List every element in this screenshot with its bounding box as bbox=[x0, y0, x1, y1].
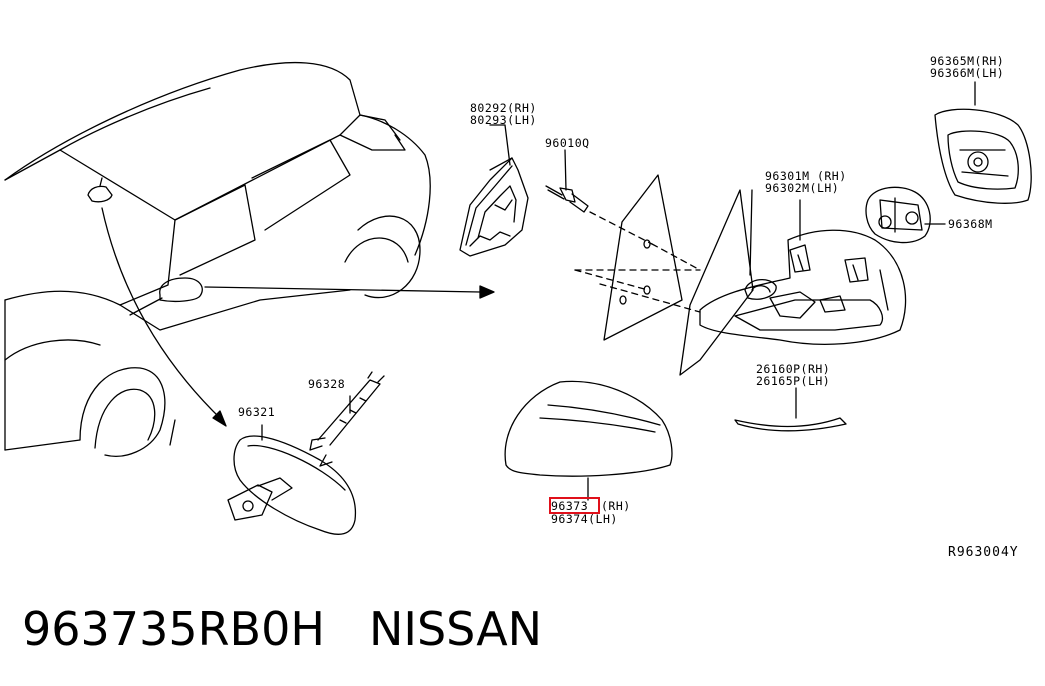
mirror-cover-96373 bbox=[504, 380, 673, 501]
label-96321: 96321 bbox=[238, 405, 275, 419]
label-96373-side: (RH) bbox=[601, 499, 631, 513]
label-96374: 96374(LH) bbox=[551, 512, 618, 526]
label-96010q: 96010Q bbox=[545, 136, 590, 150]
label-80293: 80293(LH) bbox=[470, 113, 537, 127]
vehicle-outline bbox=[4, 62, 431, 457]
caption-brand: NISSAN bbox=[368, 602, 543, 656]
cover-bracket-80292 bbox=[459, 124, 529, 257]
part-caption: 963735RB0H NISSAN bbox=[22, 596, 542, 666]
caption-part-number: 963735RB0H bbox=[22, 602, 325, 656]
glass-clips bbox=[619, 239, 651, 305]
label-96366m: 96366M(LH) bbox=[930, 66, 1004, 80]
highlight-box bbox=[549, 497, 600, 514]
label-96365m: 96365M(RH) bbox=[930, 54, 1004, 68]
mirror-glass bbox=[603, 174, 754, 376]
mirror-housing-96301m bbox=[699, 189, 907, 345]
label-26160p: 26160P(RH) bbox=[756, 362, 830, 376]
alignment-guides bbox=[574, 211, 701, 313]
label-80292: 80292(RH) bbox=[470, 101, 537, 115]
label-96301m: 96301M (RH) bbox=[765, 169, 847, 183]
mirror-base-96365m bbox=[934, 81, 1032, 204]
label-96368m: 96368M bbox=[948, 217, 993, 231]
diagram-reference: R963004Y bbox=[948, 545, 1019, 560]
inside-mirror-96321 bbox=[227, 424, 357, 535]
label-96328: 96328 bbox=[308, 377, 345, 391]
label-26165p: 26165P(LH) bbox=[756, 374, 830, 388]
actuator-96368m bbox=[865, 186, 946, 244]
screw-96010q bbox=[545, 149, 589, 213]
trim-strip-26160p bbox=[734, 387, 847, 432]
label-96302m: 96302M(LH) bbox=[765, 181, 839, 195]
parts-diagram: 80292(RH) 80293(LH) 96010Q 96301M (RH) 9… bbox=[4, 54, 1032, 560]
harness-96328 bbox=[309, 371, 385, 467]
pointer-arrows bbox=[101, 207, 481, 421]
label-96373: 96373 bbox=[551, 499, 588, 513]
